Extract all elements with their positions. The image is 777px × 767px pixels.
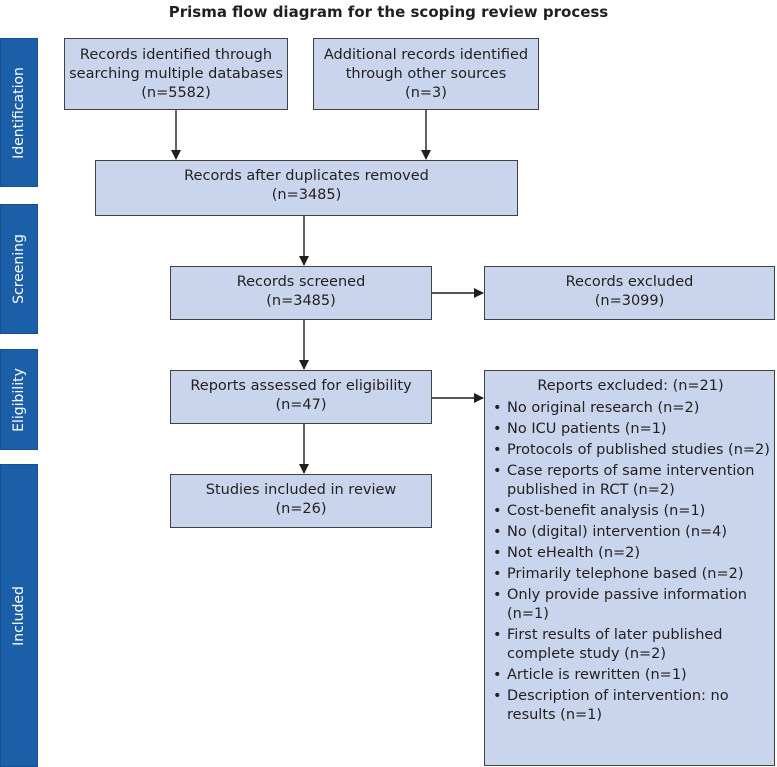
exclusion-reason-item: Protocols of published studies (n=2) — [491, 441, 770, 460]
phase-screening: Screening — [0, 204, 38, 334]
box-records-databases: Records identified through searching mul… — [64, 38, 288, 110]
reports-excluded-heading: Reports excluded: (n=21) — [537, 378, 724, 394]
exclusion-reason-item: Primarily telephone based (n=2) — [491, 565, 770, 584]
box-reports-excluded: Reports excluded: (n=21) No original res… — [484, 370, 775, 766]
exclusion-reason-item: Only provide passive information (n=1) — [491, 586, 770, 624]
box-records-excluded: Records excluded (n=3099) — [484, 266, 775, 320]
exclusion-reason-item: Cost-benefit analysis (n=1) — [491, 502, 770, 521]
box-text-line: Records screened — [236, 274, 366, 290]
exclusion-reason-item: No (digital) intervention (n=4) — [491, 523, 770, 542]
exclusion-reason-item: First results of later published complet… — [491, 626, 770, 664]
box-text-line: (n=3485) — [271, 187, 342, 203]
box-text-line: Records after duplicates removed — [184, 168, 429, 184]
box-studies-included: Studies included in review (n=26) — [170, 474, 432, 528]
box-text-line: through other sources — [345, 65, 507, 82]
exclusion-reasons-list: No original research (n=2) No ICU patien… — [491, 399, 770, 725]
box-text-line: Records excluded — [565, 274, 694, 290]
box-text-line: Reports assessed for eligibility — [190, 378, 412, 394]
phase-eligibility: Eligibility — [0, 349, 38, 450]
phase-included: Included — [0, 464, 38, 767]
box-text-line: (n=47) — [275, 397, 327, 413]
exclusion-reason-item: Article is rewritten (n=1) — [491, 666, 770, 685]
exclusion-reason-item: Description of intervention: no results … — [491, 687, 770, 725]
box-records-other-sources: Additional records identified through ot… — [313, 38, 539, 110]
box-text-line: (n=3485) — [266, 293, 336, 309]
box-text-line: searching multiple databases — [69, 65, 283, 82]
exclusion-reason-item: Not eHealth (n=2) — [491, 544, 770, 563]
exclusion-reason-item: Case reports of same intervention publis… — [491, 462, 770, 500]
box-text-line: (n=3099) — [594, 293, 665, 309]
box-text-line: Records identified through — [79, 46, 273, 63]
box-records-screened: Records screened (n=3485) — [170, 266, 432, 320]
box-text-line: Studies included in review — [205, 482, 397, 498]
box-eligibility-assessed: Reports assessed for eligibility (n=47) — [170, 370, 432, 424]
box-text-line: (n=3) — [405, 84, 447, 101]
phase-identification: Identification — [0, 38, 38, 187]
box-duplicates-removed: Records after duplicates removed (n=3485… — [95, 160, 518, 216]
box-text-line: (n=26) — [275, 501, 327, 517]
exclusion-reason-item: No ICU patients (n=1) — [491, 420, 770, 439]
box-text-line: (n=5582) — [141, 84, 211, 101]
exclusion-reason-item: No original research (n=2) — [491, 399, 770, 418]
diagram-title: Prisma flow diagram for the scoping revi… — [168, 3, 609, 21]
box-text-line: Additional records identified — [323, 46, 529, 63]
